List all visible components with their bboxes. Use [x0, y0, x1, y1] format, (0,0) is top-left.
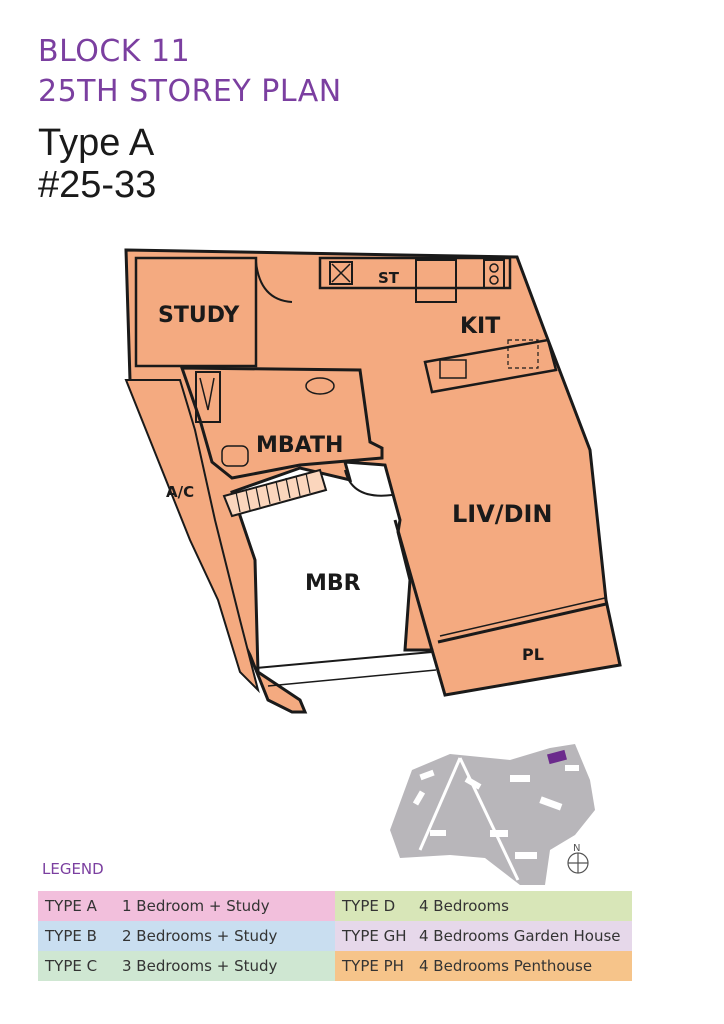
- mbr-door: [344, 469, 393, 497]
- legend-row: TYPE B 2 Bedrooms + Study TYPE GH 4 Bedr…: [38, 921, 632, 951]
- unit-type: Type A: [38, 122, 155, 164]
- unit-number: #25-33: [38, 164, 157, 206]
- mbr-balcony-line: [255, 651, 433, 669]
- north-label: N: [573, 843, 580, 854]
- legend-type-c: TYPE C 3 Bedrooms + Study: [38, 951, 335, 981]
- burner-2: [489, 275, 499, 285]
- legend-desc: 1 Bedroom + Study: [122, 896, 270, 915]
- wardrobe-slats: [235, 472, 311, 513]
- label-mbr: MBR: [305, 571, 361, 596]
- legend-code: TYPE D: [342, 896, 396, 915]
- ac-ledge: [124, 379, 260, 694]
- sink: [329, 261, 353, 285]
- legend-code: TYPE A: [45, 896, 97, 915]
- toilet: [221, 445, 249, 467]
- site-blocks: [412, 765, 579, 859]
- legend-desc: 3 Bedrooms + Study: [122, 956, 278, 975]
- floor-plan: STUDY ST KIT MBATH A/C LIV/DIN MBR PL: [124, 248, 622, 714]
- shower-mark: [199, 377, 215, 411]
- legend-desc: 4 Bedrooms: [419, 896, 509, 915]
- legend-code: TYPE C: [45, 956, 98, 975]
- study-door: [255, 261, 293, 303]
- plan-header: BLOCK 11 25TH STOREY PLAN: [38, 32, 342, 112]
- study-wall: [134, 256, 258, 368]
- legend-desc: 4 Bedrooms Garden House: [419, 926, 621, 945]
- pl-line-inner: [439, 597, 606, 637]
- block-title: BLOCK 11: [38, 34, 191, 69]
- legend-type-b: TYPE B 2 Bedrooms + Study: [38, 921, 335, 951]
- burner-1: [489, 263, 499, 273]
- label-ac: A/C: [166, 483, 194, 501]
- legend-type-ph: TYPE PH 4 Bedrooms Penthouse: [335, 951, 632, 981]
- mbr-balcony-line-2: [267, 669, 437, 687]
- sink-mark-2: [331, 263, 351, 283]
- legend-type-gh: TYPE GH 4 Bedrooms Garden House: [335, 921, 632, 951]
- legend-type-d: TYPE D 4 Bedrooms: [335, 891, 632, 921]
- pl-line: [437, 602, 607, 644]
- label-pl: PL: [522, 645, 544, 664]
- bathroom-wall: [179, 366, 384, 480]
- fridge-space: [415, 259, 457, 303]
- legend-code: TYPE GH: [342, 926, 407, 945]
- legend-type-a: TYPE A 1 Bedroom + Study: [38, 891, 335, 921]
- legend-code: TYPE B: [45, 926, 97, 945]
- legend-table: TYPE A 1 Bedroom + Study TYPE D 4 Bedroo…: [38, 891, 632, 981]
- label-liv-din: LIV/DIN: [452, 500, 553, 528]
- basin: [305, 377, 335, 395]
- site-plan: N: [390, 744, 595, 885]
- kitchen-island: [423, 338, 558, 394]
- site-boundary: [390, 744, 595, 885]
- label-kit: KIT: [460, 314, 500, 339]
- legend-row: TYPE A 1 Bedroom + Study TYPE D 4 Bedroo…: [38, 891, 632, 921]
- label-st: ST: [378, 269, 400, 287]
- north-arrow-icon: N: [567, 843, 589, 874]
- legend-desc: 2 Bedrooms + Study: [122, 926, 278, 945]
- label-study: STUDY: [158, 303, 240, 328]
- legend-heading: LEGEND: [42, 860, 104, 878]
- hob-area: [507, 339, 539, 369]
- stove: [483, 259, 505, 289]
- storey-title: 25TH STOREY PLAN: [38, 74, 342, 109]
- shower: [195, 371, 221, 423]
- block-11-highlight: [547, 749, 567, 765]
- legend-code: TYPE PH: [342, 956, 404, 975]
- legend-row: TYPE C 3 Bedrooms + Study TYPE PH 4 Bedr…: [38, 951, 632, 981]
- island-sink: [439, 359, 467, 379]
- site-road-1: [418, 757, 462, 851]
- unit-header: Type A #25-33: [38, 122, 156, 206]
- legend-desc: 4 Bedrooms Penthouse: [419, 956, 593, 975]
- label-mbath: MBATH: [256, 433, 343, 458]
- mbr-wall: [393, 519, 434, 651]
